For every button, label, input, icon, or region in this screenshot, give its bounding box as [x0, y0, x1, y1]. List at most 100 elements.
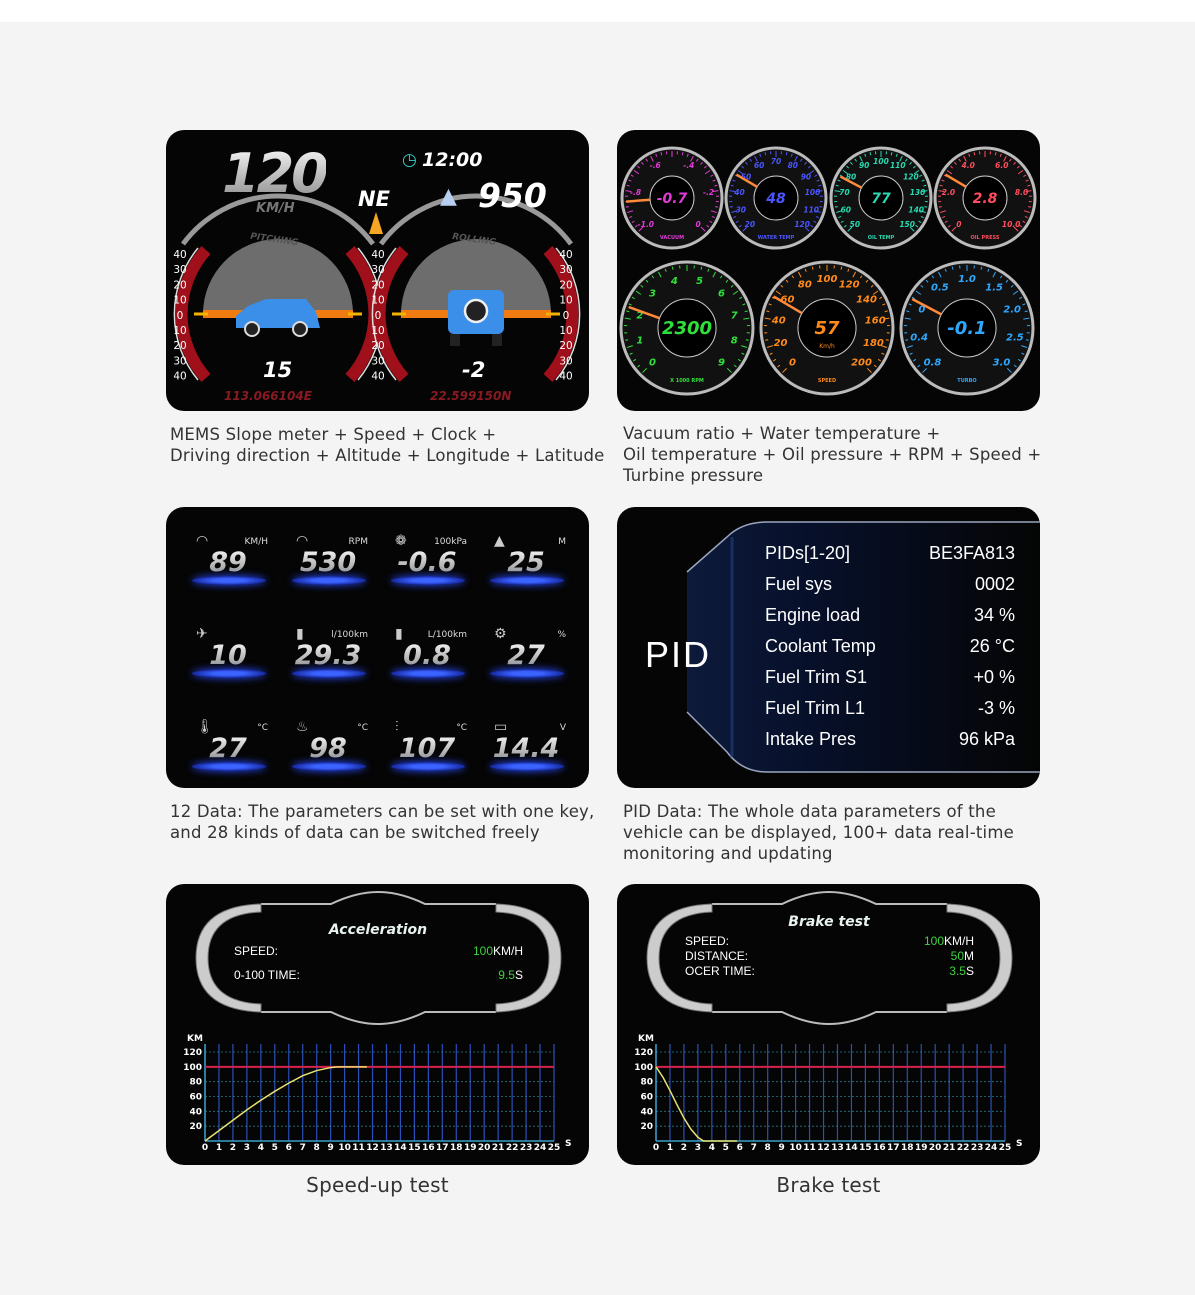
gauge-tick: [816, 179, 820, 182]
gauge-tick: [626, 184, 630, 187]
x-tick-label: 24: [985, 1143, 998, 1153]
gauge-tick: [816, 190, 823, 193]
caption-line: Oil temperature + Oil pressure + RPM + S…: [623, 445, 1042, 464]
caption-line: vehicle can be displayed, 100+ data real…: [623, 823, 1014, 842]
tyre: [492, 334, 502, 346]
gauge-tick: [804, 226, 810, 232]
gauge-tick: [696, 158, 699, 162]
gauge-tick: [895, 153, 898, 157]
x-tick-label: 11: [352, 1143, 365, 1153]
scale-label: 20: [371, 340, 384, 352]
gauge-tick: [836, 210, 843, 213]
gauge-tick: [925, 279, 929, 283]
scale-label: 10: [371, 295, 384, 307]
tile-unit: %: [557, 630, 566, 640]
spare-wheel: [463, 298, 489, 324]
frame-line: [712, 890, 947, 1026]
gauge-tick: [764, 152, 767, 156]
x-tick-label: 16: [422, 1143, 435, 1153]
gauge-tick: [1013, 226, 1019, 232]
frame-right-bracket: [495, 903, 562, 1013]
tile-unit: °C: [257, 723, 268, 733]
gauge-tick: [843, 224, 847, 228]
gauge-tick: [870, 284, 874, 288]
gauge-tick: [904, 317, 911, 320]
scale-label: 30: [371, 264, 384, 276]
x-tick-label: 20: [478, 1143, 491, 1153]
pid-row: Fuel Trim S1+0 %: [765, 667, 1015, 691]
gauge-tick: [842, 169, 849, 175]
gauge-label: WATER TEMP: [758, 235, 795, 241]
gauge-value: -0.7: [657, 191, 688, 207]
gauge-tick: [731, 210, 738, 213]
x-tick-label: 0: [202, 1143, 208, 1153]
clock-value: 12:00: [422, 149, 483, 171]
tile-value: 25: [486, 547, 566, 578]
gauge-tick: [712, 271, 717, 278]
x-tick-label: 25: [548, 1143, 561, 1153]
gauge-tick: [671, 266, 674, 270]
gauge-tick: [769, 352, 773, 355]
gauge-tick: [1027, 184, 1031, 187]
red-arc: [373, 246, 409, 382]
gauge-tick-label: 120: [839, 279, 860, 290]
gauge-tick: [625, 339, 629, 341]
row-number: 100: [472, 944, 493, 958]
scale-arc: [371, 247, 397, 381]
gauge-hub: [649, 175, 695, 221]
gauge-tick-label: 6: [718, 288, 725, 299]
gauge-tick: [944, 220, 948, 223]
gauge-tick: [657, 271, 662, 278]
gauge-tick: [749, 158, 752, 162]
gauge-tick: [637, 165, 641, 169]
gauge-tick: [921, 190, 928, 193]
compass-arrow-icon: [369, 212, 383, 234]
gauge-tick: [1017, 169, 1024, 175]
gauge-tick: [730, 284, 734, 288]
test-title: Brake test: [788, 914, 871, 930]
gauge-tick: [1025, 190, 1032, 193]
gauge-tick: [1021, 345, 1028, 348]
gauge-tick: [1024, 310, 1028, 313]
gauge-tick: [968, 153, 971, 157]
gauge-tick: [913, 169, 920, 175]
x-tick-label: 11: [803, 1143, 816, 1153]
tile-glow: [292, 576, 366, 585]
gauge-tick-label: 40: [771, 315, 786, 326]
scale-label: 40: [371, 249, 384, 261]
x-tick-label: 13: [831, 1143, 844, 1153]
gauge-tick: [742, 303, 746, 306]
gauge-tick: [819, 206, 823, 208]
gauge-tick: [883, 317, 890, 320]
gauge-tick-label: 6.0: [995, 161, 1008, 170]
tile-unit: °C: [357, 723, 368, 733]
gauge-tick: [704, 169, 711, 175]
gauge-tick: [631, 220, 635, 223]
gauge-tick: [814, 210, 821, 213]
gauge-label: TURBO: [957, 378, 976, 384]
pid-label: Engine load: [765, 605, 861, 625]
gauge-tick: [1025, 339, 1029, 341]
row-label: OCER TIME:: [685, 964, 755, 978]
x-tick-label: 5: [272, 1143, 278, 1153]
gauge-tick-label: 2.0: [1003, 304, 1021, 315]
gauge-tick: [1021, 352, 1025, 355]
x-tick-label: 3: [695, 1143, 701, 1153]
x-tick-label: 3: [244, 1143, 250, 1153]
x-tick-label: 7: [300, 1143, 306, 1153]
x-tick-label: 6: [286, 1143, 292, 1153]
gauge-tick-label: 60: [841, 205, 851, 214]
tile-value: 89: [188, 547, 268, 578]
caption-line: Turbine pressure: [623, 466, 764, 485]
x-tick-label: 17: [436, 1143, 449, 1153]
x-tick-label: 12: [366, 1143, 379, 1153]
row-label: SPEED:: [234, 944, 279, 958]
gauge-tick-label: 90: [859, 161, 869, 170]
gauge-value: 2.8: [973, 191, 998, 207]
gauge-value: 2300: [662, 318, 712, 339]
gauge-tick: [729, 206, 733, 208]
gauge-tick: [628, 303, 632, 306]
